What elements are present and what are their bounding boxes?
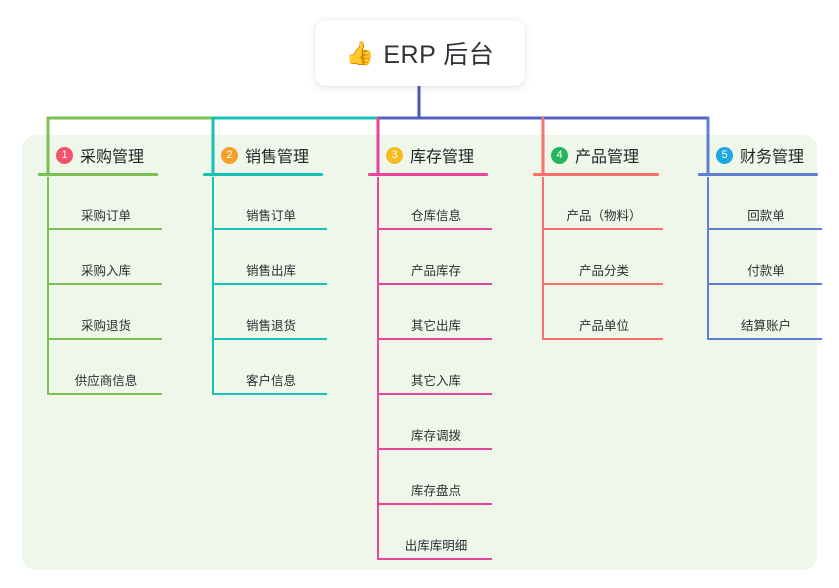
leaf-node[interactable]: 仓库信息 bbox=[380, 208, 492, 230]
leaf-node[interactable]: 销售退货 bbox=[215, 318, 327, 340]
leaf-node[interactable]: 产品分类 bbox=[545, 263, 663, 285]
leaf-underline bbox=[50, 338, 162, 340]
leaf-node[interactable]: 产品库存 bbox=[380, 263, 492, 285]
category-title: 产品管理 bbox=[575, 149, 640, 166]
leaf-underline bbox=[545, 228, 663, 230]
leaf-underline bbox=[380, 393, 492, 395]
leaf-underline bbox=[380, 558, 492, 560]
root-node-content: 👍 ERP 后台 bbox=[346, 35, 495, 71]
category-badge-5: 5 bbox=[716, 146, 733, 164]
leaf-underline bbox=[215, 338, 327, 340]
leaf-node[interactable]: 回款单 bbox=[710, 208, 822, 230]
category-title: 财务管理 bbox=[740, 149, 805, 166]
leaf-underline bbox=[50, 228, 162, 230]
leaf-label: 供应商信息 bbox=[74, 374, 138, 388]
leaf-node[interactable]: 结算账户 bbox=[710, 318, 822, 340]
root-node-title: ERP 后台 bbox=[383, 41, 495, 69]
leaf-node[interactable]: 出库库明细 bbox=[380, 538, 492, 560]
diagram-panel bbox=[22, 135, 817, 570]
leaf-underline bbox=[215, 393, 327, 395]
leaf-underline bbox=[380, 228, 492, 230]
leaf-underline bbox=[215, 228, 327, 230]
category-title: 采购管理 bbox=[80, 149, 145, 166]
leaf-label: 付款单 bbox=[747, 264, 785, 278]
leaf-underline bbox=[380, 283, 492, 285]
leaf-node[interactable]: 供应商信息 bbox=[50, 373, 162, 395]
category-header-1[interactable]: 1 采购管理 bbox=[38, 143, 180, 167]
leaf-node[interactable]: 客户信息 bbox=[215, 373, 327, 395]
leaf-node[interactable]: 其它入库 bbox=[380, 373, 492, 395]
thumbs-up-icon: 👍 bbox=[345, 39, 375, 66]
category-header-4[interactable]: 4 产品管理 bbox=[533, 143, 681, 167]
category-column-1: 1 采购管理采购订单采购入库采购退货供应商信息 bbox=[38, 143, 180, 395]
leaf-label: 其它入库 bbox=[410, 374, 461, 388]
category-underline bbox=[698, 173, 818, 176]
category-title: 库存管理 bbox=[410, 149, 475, 166]
leaf-underline bbox=[710, 228, 822, 230]
category-underline bbox=[203, 173, 323, 176]
leaf-underline bbox=[710, 338, 822, 340]
leaf-label: 销售出库 bbox=[245, 264, 296, 278]
leaf-node[interactable]: 销售订单 bbox=[215, 208, 327, 230]
leaf-label: 出库库明细 bbox=[404, 539, 468, 553]
category-underline bbox=[533, 173, 659, 176]
leaf-label: 销售订单 bbox=[245, 209, 296, 223]
category-underline bbox=[368, 173, 488, 176]
leaf-node[interactable]: 其它出库 bbox=[380, 318, 492, 340]
leaf-node[interactable]: 付款单 bbox=[710, 263, 822, 285]
category-underline bbox=[38, 173, 158, 176]
leaf-label: 销售退货 bbox=[245, 319, 296, 333]
category-column-2: 2 销售管理销售订单销售出库销售退货客户信息 bbox=[203, 143, 345, 395]
leaf-label: 产品分类 bbox=[578, 264, 629, 278]
category-column-3: 3 库存管理仓库信息产品库存其它出库其它入库库存调拨库存盘点出库库明细 bbox=[368, 143, 510, 560]
leaf-underline bbox=[50, 393, 162, 395]
leaf-underline bbox=[545, 283, 663, 285]
leaf-label: 采购入库 bbox=[80, 264, 131, 278]
category-badge-4: 4 bbox=[551, 146, 568, 164]
leaf-label: 库存调拨 bbox=[410, 429, 461, 443]
leaf-node[interactable]: 库存盘点 bbox=[380, 483, 492, 505]
leaf-node[interactable]: 产品（物料） bbox=[545, 208, 663, 230]
leaf-label: 采购订单 bbox=[80, 209, 131, 223]
leaf-node[interactable]: 销售出库 bbox=[215, 263, 327, 285]
leaf-underline bbox=[380, 338, 492, 340]
leaf-node[interactable]: 采购入库 bbox=[50, 263, 162, 285]
category-header-2[interactable]: 2 销售管理 bbox=[203, 143, 345, 167]
leaf-node[interactable]: 产品单位 bbox=[545, 318, 663, 340]
category-column-5: 5 财务管理回款单付款单结算账户 bbox=[698, 143, 839, 340]
leaf-label: 产品（物料） bbox=[566, 209, 642, 223]
leaf-underline bbox=[50, 283, 162, 285]
leaf-label: 产品单位 bbox=[578, 319, 629, 333]
category-badge-3: 3 bbox=[386, 146, 403, 164]
root-node[interactable]: 👍 ERP 后台 bbox=[315, 20, 525, 86]
leaf-label: 客户信息 bbox=[245, 374, 296, 388]
leaf-node[interactable]: 采购订单 bbox=[50, 208, 162, 230]
leaf-label: 其它出库 bbox=[410, 319, 461, 333]
leaf-label: 库存盘点 bbox=[410, 484, 461, 498]
leaf-underline bbox=[215, 283, 327, 285]
category-badge-2: 2 bbox=[221, 146, 238, 164]
leaf-label: 采购退货 bbox=[80, 319, 131, 333]
category-header-3[interactable]: 3 库存管理 bbox=[368, 143, 510, 167]
leaf-underline bbox=[380, 503, 492, 505]
leaf-label: 仓库信息 bbox=[410, 209, 461, 223]
leaf-label: 产品库存 bbox=[410, 264, 461, 278]
leaf-underline bbox=[380, 448, 492, 450]
leaf-node[interactable]: 采购退货 bbox=[50, 318, 162, 340]
category-badge-1: 1 bbox=[56, 146, 73, 164]
leaf-underline bbox=[545, 338, 663, 340]
leaf-label: 回款单 bbox=[747, 209, 785, 223]
category-column-4: 4 产品管理产品（物料） 产品分类产品单位 bbox=[533, 143, 681, 340]
leaf-underline bbox=[710, 283, 822, 285]
category-header-5[interactable]: 5 财务管理 bbox=[698, 143, 839, 167]
leaf-label: 结算账户 bbox=[740, 319, 791, 333]
leaf-node[interactable]: 库存调拨 bbox=[380, 428, 492, 450]
category-title: 销售管理 bbox=[245, 149, 310, 166]
